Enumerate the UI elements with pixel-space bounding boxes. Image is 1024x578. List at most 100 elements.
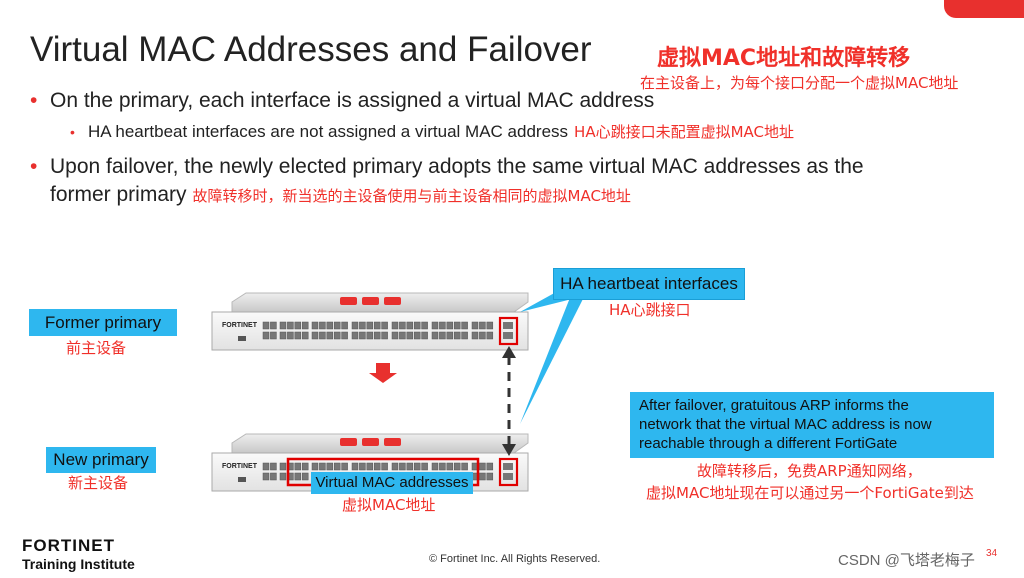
hb-port-icon [503, 322, 513, 329]
network-port-icon [446, 462, 454, 471]
heartbeat-link [502, 346, 516, 456]
network-port-icon [406, 331, 414, 340]
device-brand-text: FORTINET [222, 463, 258, 470]
new-primary-label-cn: 新主设备 [68, 474, 129, 492]
arp-callout: After failover, gratuitous ARP informs t… [630, 392, 994, 458]
bullet-1: • On the primary, each interface is assig… [30, 89, 654, 113]
bullet-3: • Upon failover, the newly elected primar… [30, 153, 864, 210]
bullet-2-text: HA heartbeat interfaces are not assigned… [88, 122, 569, 141]
network-port-icon [461, 331, 468, 340]
hb-callout-label: HA heartbeat interfaces [553, 268, 745, 300]
network-port-icon [446, 321, 454, 330]
network-port-icon [381, 462, 388, 471]
network-port-icon [301, 462, 309, 471]
network-port-icon [373, 321, 381, 330]
bullet-1-text: On the primary, each interface is assign… [50, 89, 655, 112]
slide-title-cn: 虚拟MAC地址和故障转移 [657, 46, 911, 71]
network-port-icon [359, 331, 366, 340]
network-port-icon [479, 321, 486, 330]
hb-port-highlight [498, 457, 519, 487]
vmac-label-cn: 虚拟MAC地址 [342, 496, 436, 514]
network-port-icon [301, 472, 309, 481]
network-port-icon [453, 321, 461, 330]
hb-callout-label-cn: HA心跳接口 [609, 301, 691, 319]
bullet-2-note-cn: HA心跳接口未配置虚拟MAC地址 [574, 123, 795, 141]
network-port-icon [351, 331, 359, 340]
network-port-icon [319, 462, 326, 471]
network-port-icon [326, 321, 334, 330]
network-port-icon [262, 331, 270, 340]
port-row [262, 321, 513, 340]
network-port-icon [294, 462, 302, 471]
csdn-watermark: CSDN @飞塔老梅子 [838, 552, 975, 569]
network-port-icon [270, 472, 277, 481]
former-primary-label: Former primary [29, 309, 177, 336]
network-port-icon [341, 462, 348, 471]
network-port-icon [413, 331, 421, 340]
failover-arrow-icon [369, 363, 397, 383]
device-brand-text: FORTINET [222, 322, 258, 329]
device-logo-mark [362, 297, 379, 305]
network-port-icon [262, 321, 270, 330]
network-port-icon [270, 331, 277, 340]
device-logo-mark [340, 438, 357, 446]
page-number: 34 [986, 548, 998, 559]
device-logo-mark [384, 438, 401, 446]
network-port-icon [413, 321, 421, 330]
arp-callout-line3: reachable through a different FortiGate [639, 435, 898, 452]
arp-callout-line1: After failover, gratuitous ARP informs t… [639, 397, 909, 414]
network-port-icon [319, 321, 326, 330]
network-port-icon [279, 321, 287, 330]
network-port-icon [262, 462, 270, 471]
network-port-icon [479, 331, 486, 340]
fortinet-logo: FORTINET [22, 536, 115, 554]
network-port-icon [486, 472, 494, 481]
device-led [238, 477, 246, 482]
network-port-icon [262, 472, 270, 481]
network-port-icon [391, 331, 399, 340]
network-port-icon [359, 321, 366, 330]
hb-port-highlight [498, 316, 519, 346]
fortinet-logo-text: FORTINET [22, 536, 115, 554]
bullet-dot-icon: • [30, 155, 38, 178]
network-port-icon [373, 331, 381, 340]
network-port-icon [381, 331, 388, 340]
network-port-icon [333, 462, 341, 471]
arp-callout-cn-line1: 故障转移后，免费ARP通知网络， [697, 462, 922, 480]
network-port-icon [326, 331, 334, 340]
network-port-icon [294, 472, 302, 481]
hb-port-icon [503, 463, 513, 470]
network-port-icon [486, 331, 494, 340]
network-port-icon [391, 321, 399, 330]
network-port-icon [279, 472, 287, 481]
network-port-icon [287, 331, 294, 340]
network-port-icon [351, 321, 359, 330]
new-primary-label: New primary [46, 447, 156, 473]
network-port-icon [439, 331, 446, 340]
hb-port-icon [503, 332, 513, 339]
network-port-icon [279, 462, 287, 471]
bullet-3-text-line2: former primary [50, 183, 187, 206]
fortinet-logo-subtitle: Training Institute [22, 556, 135, 572]
network-port-icon [341, 321, 348, 330]
network-port-icon [391, 462, 399, 471]
network-port-icon [453, 462, 461, 471]
bullet-dot-icon: • [70, 124, 75, 140]
network-port-icon [279, 331, 287, 340]
network-port-icon [486, 321, 494, 330]
network-port-icon [294, 321, 302, 330]
hb-port-icon [503, 473, 513, 480]
network-port-icon [311, 321, 319, 330]
bullet-dot-icon: • [30, 89, 38, 112]
former-primary-label-cn: 前主设备 [66, 339, 127, 357]
network-port-icon [399, 331, 406, 340]
network-port-icon [486, 462, 494, 471]
network-port-icon [287, 321, 294, 330]
network-port-icon [319, 331, 326, 340]
network-port-icon [413, 462, 421, 471]
network-port-icon [421, 331, 428, 340]
bullet-3-text-line1: Upon failover, the newly elected primary… [50, 155, 864, 178]
network-port-icon [366, 331, 374, 340]
network-port-icon [381, 321, 388, 330]
network-port-icon [301, 331, 309, 340]
